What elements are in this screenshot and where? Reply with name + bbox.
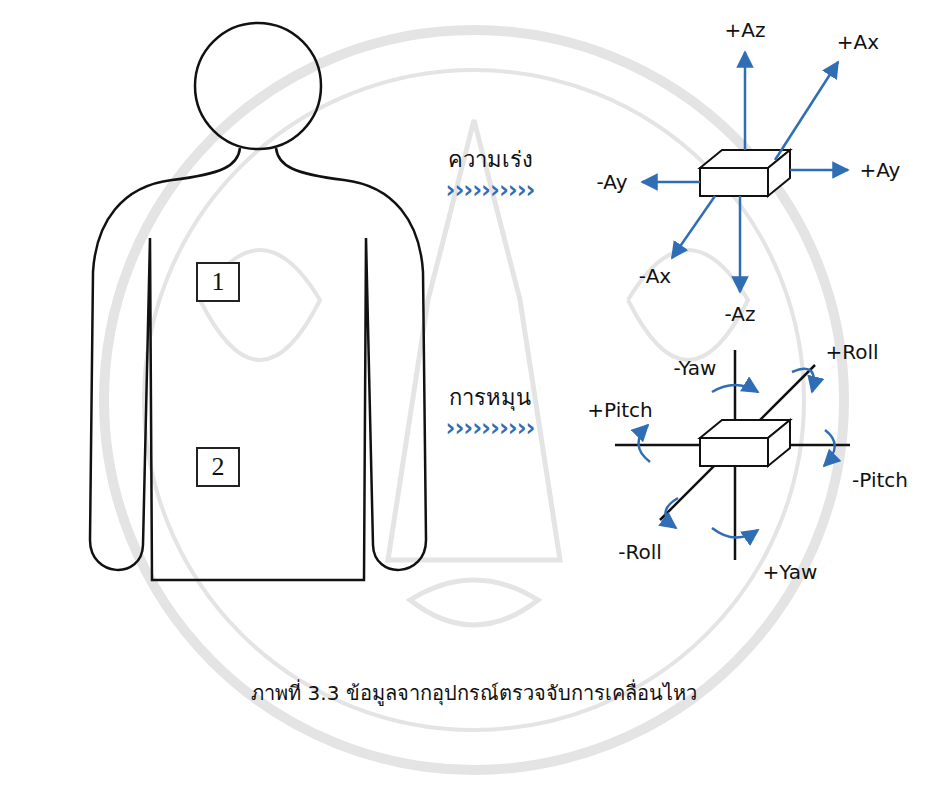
axis-label: -Ax [639,264,671,288]
human-outline [90,23,426,580]
callout-number: 2 [212,454,225,480]
rotation-label: +Roll [825,340,878,364]
accelerometer-axes [642,52,848,292]
rotation-label: +Pitch [587,398,652,422]
quantity-label: การหมุน [449,385,531,411]
rotation-label: -Pitch [852,468,908,492]
callout-box: 1 [196,262,240,302]
axis-label: -Ay [597,170,628,194]
quantity-label: ความเร่ง [448,147,533,173]
direction-chevrons: ›››››››››› [446,176,535,205]
rotation-label: -Yaw [674,356,717,380]
axis-label: +Ax [837,30,879,54]
callout-box: 2 [196,447,240,487]
axis-label: +Ay [860,158,901,182]
gyroscope-axes [615,350,850,560]
axis-label: -Az [725,302,756,326]
figure-caption: ภาพที่ 3.3 ข้อมูลจากอุปกรณ์ตรวจจับการเคล… [251,677,697,709]
axis-label: +Az [725,18,766,42]
direction-chevrons: ›››››››››› [446,414,535,443]
callout-number: 1 [212,269,225,295]
watermark-seal [104,30,844,770]
rotation-label: +Yaw [763,560,818,584]
rotation-label: -Roll [618,540,662,564]
